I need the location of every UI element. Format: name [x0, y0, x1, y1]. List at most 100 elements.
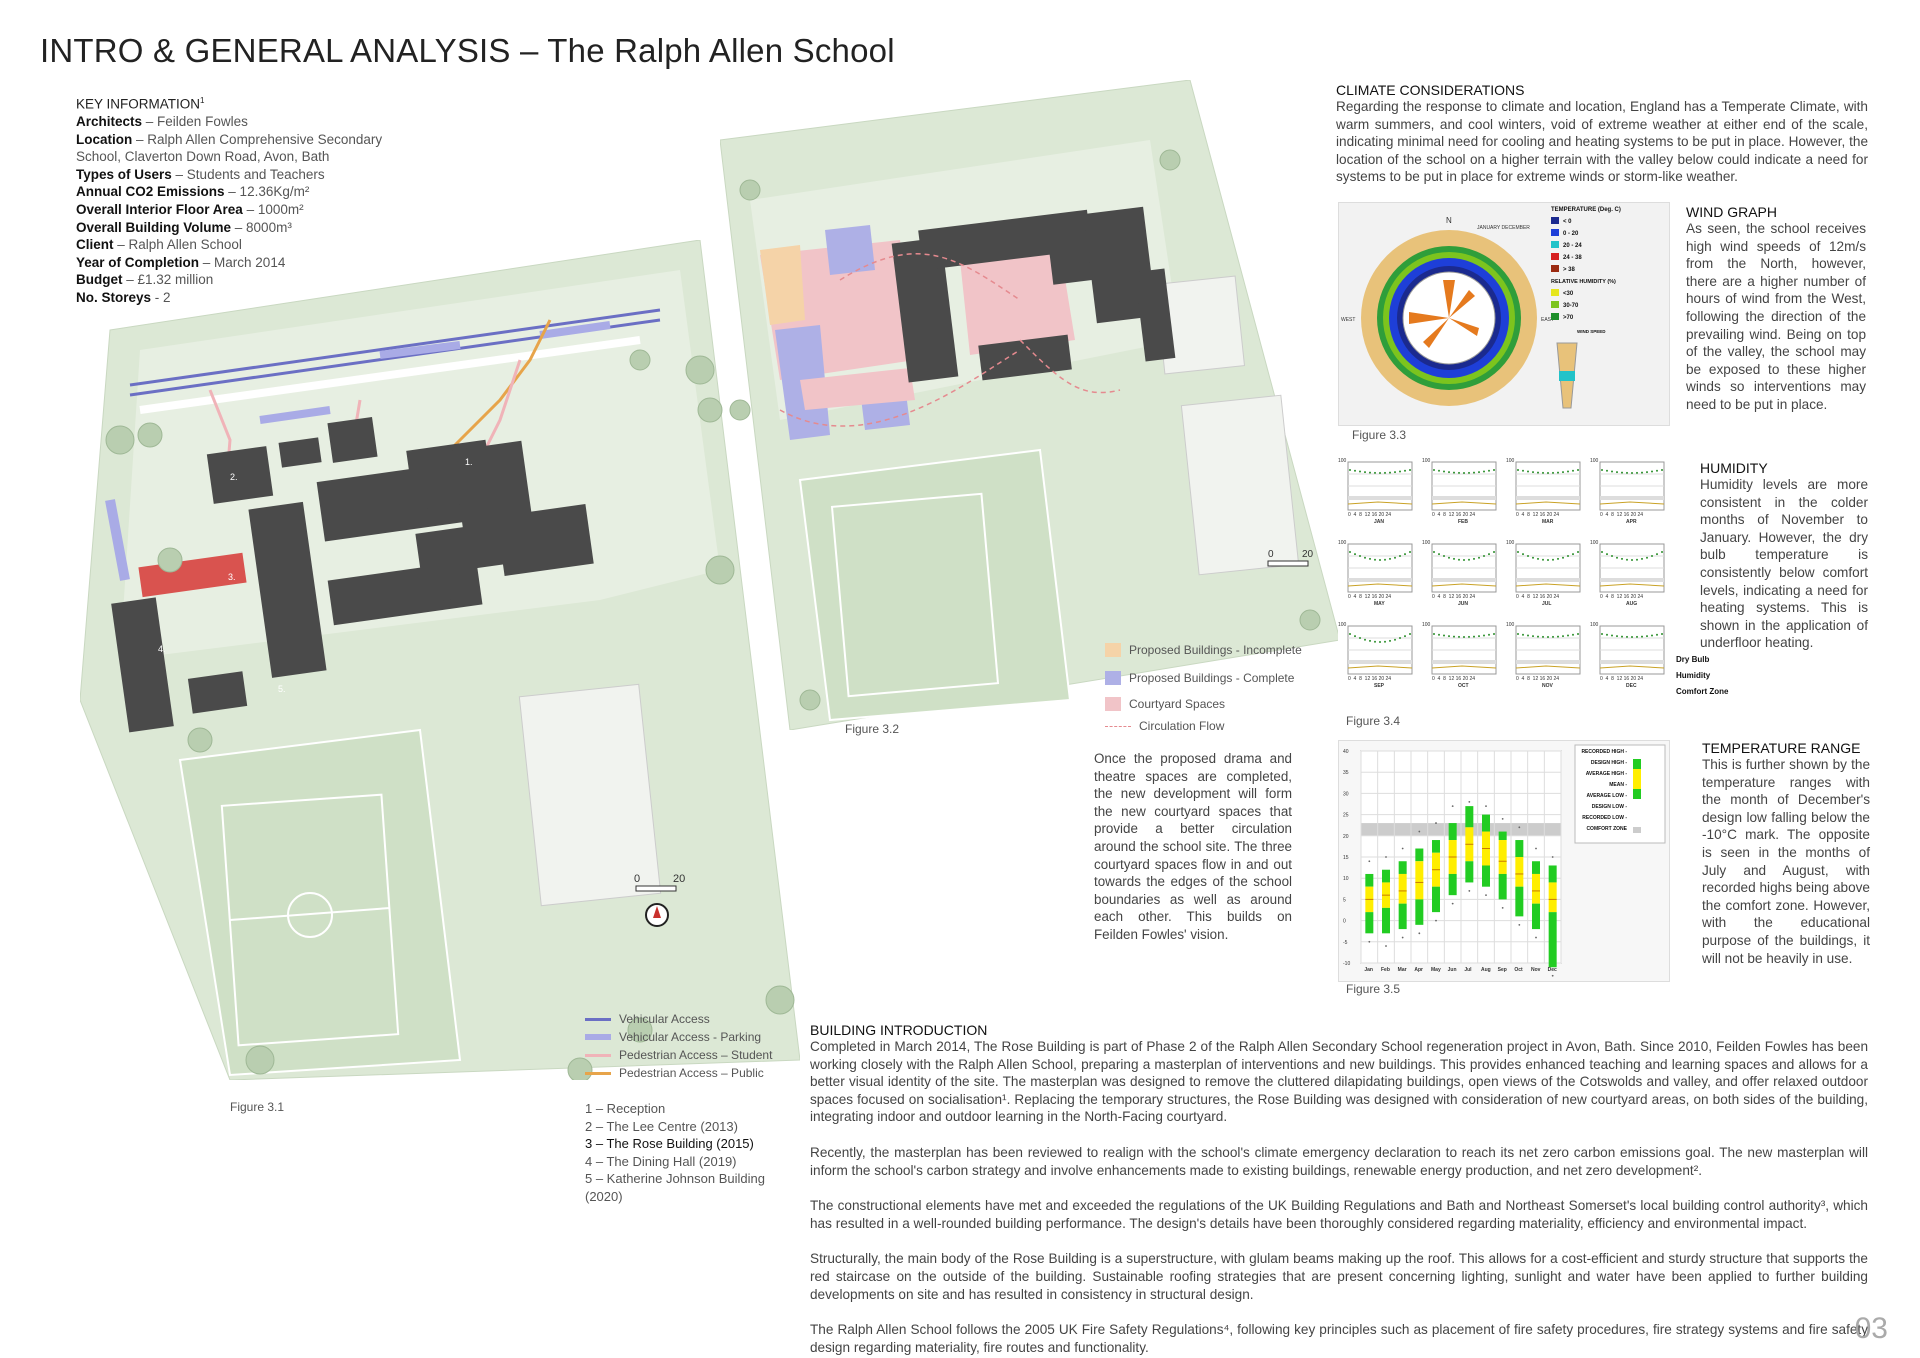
y-tick-label: 0	[1343, 919, 1346, 925]
design-high-bar	[1382, 869, 1390, 883]
recorded-high-point	[1485, 805, 1487, 808]
temp-legend-label: RECORDED HIGH -	[1581, 749, 1627, 755]
x-tick-label: May	[1431, 967, 1441, 973]
x-tick-label: Jun	[1448, 967, 1457, 973]
x-tick-label: Sep	[1498, 967, 1507, 973]
design-high-bar	[1365, 873, 1374, 887]
page-title: INTRO & GENERAL ANALYSIS – The Ralph All…	[40, 32, 895, 69]
building-label-3: 3.	[228, 572, 236, 582]
climate-section: CLIMATE CONSIDERATIONS Regarding the res…	[1336, 82, 1868, 186]
design-low-bar	[1498, 873, 1507, 900]
wind-rh-label: >70	[1563, 315, 1574, 321]
y-tick-label: 20	[1343, 834, 1349, 840]
humidity-y-label: 100	[1590, 622, 1599, 628]
legend-swatch	[1105, 671, 1121, 685]
design-high-bar	[1532, 861, 1540, 874]
y-tick-label: 30	[1343, 791, 1349, 797]
legend-swatch	[585, 1053, 611, 1057]
building-introduction: BUILDING INTRODUCTION Completed in March…	[810, 1022, 1868, 1356]
humidity-x-ticks: 0 4 8 12 16 20 24	[1600, 676, 1644, 682]
design-high-bar	[1398, 861, 1407, 874]
humidity-y-label: 100	[1506, 622, 1515, 628]
temp-legend-label: DESIGN LOW -	[1592, 804, 1628, 810]
key-item: 3 – The Rose Building (2015)	[585, 1136, 754, 1151]
humidity-text: Humidity levels are more consistent in t…	[1700, 477, 1868, 651]
building-label-2: 2.	[230, 472, 238, 482]
recorded-high-point	[1401, 847, 1404, 850]
design-low-bar	[1448, 873, 1457, 896]
key-item: 4 – The Dining Hall (2019)	[585, 1153, 737, 1169]
key-info-row: Overall Interior Floor Area – 1000m²	[76, 201, 396, 219]
wind-east-label: EAST	[1541, 317, 1554, 323]
humidity-y-label: 100	[1506, 540, 1515, 546]
key-item: 2 – The Lee Centre (2013)	[585, 1118, 738, 1134]
key-info-value: – March 2014	[199, 254, 286, 270]
humidity-x-ticks: 0 4 8 12 16 20 24	[1516, 594, 1560, 600]
key-info-label: Client	[76, 237, 114, 253]
wind-rh-label: <30	[1563, 291, 1574, 297]
key-info-label: Location	[76, 131, 133, 147]
key-info-row: Annual CO2 Emissions – 12.36Kg/m²	[76, 183, 396, 201]
legend-swatch	[1105, 697, 1121, 711]
humidity-heading: HUMIDITY	[1700, 460, 1768, 476]
recorded-high-point	[1501, 817, 1504, 820]
figure-3-4-caption: Figure 3.4	[1346, 714, 1401, 728]
design-low-bar	[1482, 865, 1490, 887]
wind-heading: WIND GRAPH	[1686, 204, 1777, 220]
legend-label: Circulation Flow	[1139, 719, 1225, 733]
courtyard-scale-end: 20	[1302, 549, 1314, 560]
courtyard-scale-zero: 0	[1268, 549, 1274, 560]
figure-3-3-caption: Figure 3.3	[1352, 428, 1407, 442]
key-item: 5 – Katherine Johnson Building (2020)	[585, 1171, 765, 1204]
key-information: KEY INFORMATION1 Architects – Feilden Fo…	[76, 92, 396, 307]
key-info-label: Architects	[76, 114, 143, 130]
recorded-low-point	[1485, 894, 1487, 897]
key-info-label: Overall Building Volume	[76, 219, 232, 235]
recorded-low-point	[1535, 936, 1537, 939]
wind-rh-label: 30-70	[1563, 303, 1579, 309]
recorded-low-point	[1551, 974, 1554, 977]
average-range-bar	[1398, 873, 1407, 904]
humidity-x-ticks: 0 4 8 12 16 20 24	[1516, 512, 1560, 518]
humidity-x-ticks: 0 4 8 12 16 20 24	[1432, 676, 1476, 682]
design-low-bar	[1415, 899, 1424, 925]
design-high-bar	[1448, 823, 1457, 841]
wind-temp-label: 24 - 38	[1563, 255, 1582, 261]
building-paragraph-2: Recently, the masterplan has been review…	[810, 1144, 1868, 1178]
humidity-month-label: SEP	[1374, 683, 1385, 689]
key-info-label: Annual CO2 Emissions	[76, 184, 225, 200]
recorded-high-point	[1535, 847, 1537, 850]
building-label-4: 4.	[158, 644, 166, 654]
temp-legend-label: RECORDED LOW -	[1582, 815, 1627, 821]
humidity-y-label: 100	[1422, 540, 1431, 546]
building-paragraph-1: Completed in March 2014, The Rose Buildi…	[810, 1039, 1868, 1125]
legend-comfort-zone: Comfort Zone	[1676, 687, 1729, 696]
y-tick-label: 10	[1343, 876, 1349, 882]
average-range-bar	[1498, 840, 1507, 874]
humidity-month-label: NOV	[1542, 683, 1553, 689]
courtyard-legend: Proposed Buildings - Incomplete Proposed…	[1105, 636, 1325, 736]
humidity-month-label: FEB	[1458, 519, 1468, 525]
humidity-month-label: APR	[1626, 519, 1637, 525]
humidity-x-ticks: 0 4 8 12 16 20 24	[1432, 512, 1476, 518]
key-info-value: – 12.36Kg/m²	[224, 184, 310, 200]
humidity-x-ticks: 0 4 8 12 16 20 24	[1432, 594, 1476, 600]
legend-humidity: Humidity	[1676, 671, 1711, 680]
legend-swatch	[585, 1034, 611, 1040]
recorded-high-point	[1368, 860, 1371, 863]
recorded-low-point	[1451, 902, 1454, 905]
legend-label: Pedestrian Access – Student	[619, 1048, 773, 1062]
figure-3-5-caption: Figure 3.5	[1346, 982, 1401, 996]
key-info-label: Year of Completion	[76, 254, 200, 270]
humidity-y-label: 100	[1338, 458, 1347, 464]
design-low-bar	[1382, 907, 1390, 934]
y-tick-label: -5	[1343, 940, 1348, 946]
site-plan-figure: 1. 2. 3. 4. 5. 0 20	[80, 240, 800, 1080]
legend-label: Vehicular Access - Parking	[619, 1030, 762, 1044]
x-tick-label: Dec	[1548, 967, 1557, 973]
